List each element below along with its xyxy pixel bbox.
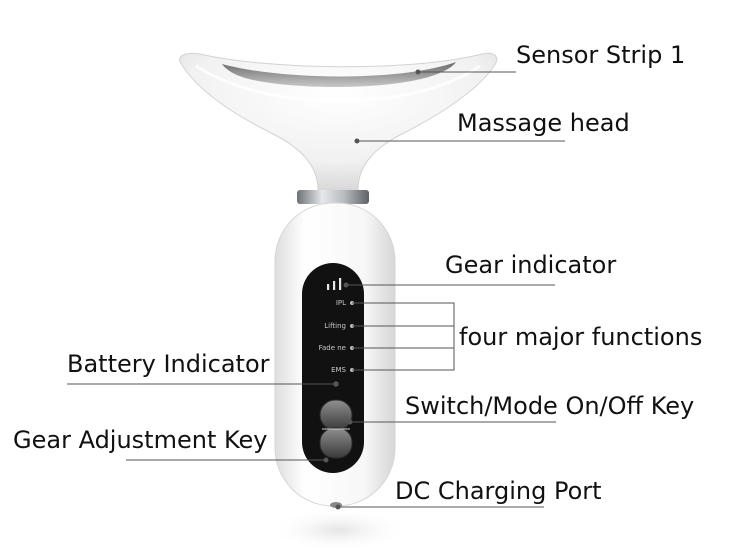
mode-label-fade: Fade ne — [319, 344, 346, 352]
callout-massage-head: Massage head — [457, 111, 630, 135]
mode-label-lifting: Lifting — [324, 322, 346, 330]
metal-ring — [297, 190, 369, 204]
gear-adjustment-key[interactable] — [320, 428, 352, 458]
callout-battery-indicator: Battery Indicator — [67, 352, 270, 376]
callout-sensor-strip: Sensor Strip 1 — [516, 43, 685, 67]
massage-head — [180, 53, 497, 190]
callout-dc-charging-port: DC Charging Port — [395, 479, 602, 503]
callout-switch-mode-key: Switch/Mode On/Off Key — [405, 394, 694, 418]
mode-label-ems: EMS — [331, 366, 346, 374]
switch-mode-key[interactable] — [320, 400, 352, 430]
callout-gear-adjustment-key: Gear Adjustment Key — [13, 428, 268, 452]
callout-gear-indicator: Gear indicator — [445, 253, 616, 277]
callout-four-major-functions: four major functions — [459, 325, 702, 349]
floor-shadow — [268, 508, 408, 551]
mode-label-ipl: IPL — [336, 299, 346, 307]
